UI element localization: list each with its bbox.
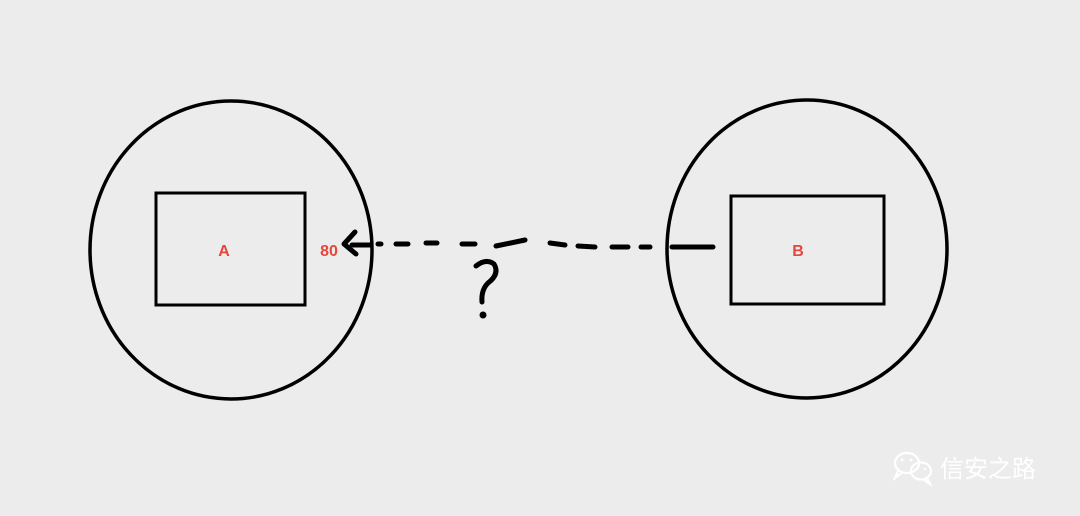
- watermark: 信安之路: [892, 451, 1036, 488]
- wechat-icon: [892, 451, 933, 488]
- question-mark-icon: [473, 258, 499, 305]
- question-mark-dot: [479, 311, 487, 319]
- host-b-label: B: [792, 243, 804, 260]
- host-b-box: [729, 194, 886, 306]
- question-mark: ?: [473, 258, 499, 319]
- watermark-text: 信安之路: [940, 455, 1036, 483]
- host-b: B: [665, 98, 949, 400]
- arrowhead-icon: [341, 229, 359, 257]
- host-a-box: [154, 191, 307, 307]
- host-a: A 80: [88, 99, 374, 401]
- host-b-circle: [665, 98, 949, 400]
- connection-line: [349, 237, 716, 250]
- port-label: 80: [320, 243, 338, 260]
- host-a-circle: [88, 99, 374, 401]
- host-a-label: A: [218, 243, 230, 260]
